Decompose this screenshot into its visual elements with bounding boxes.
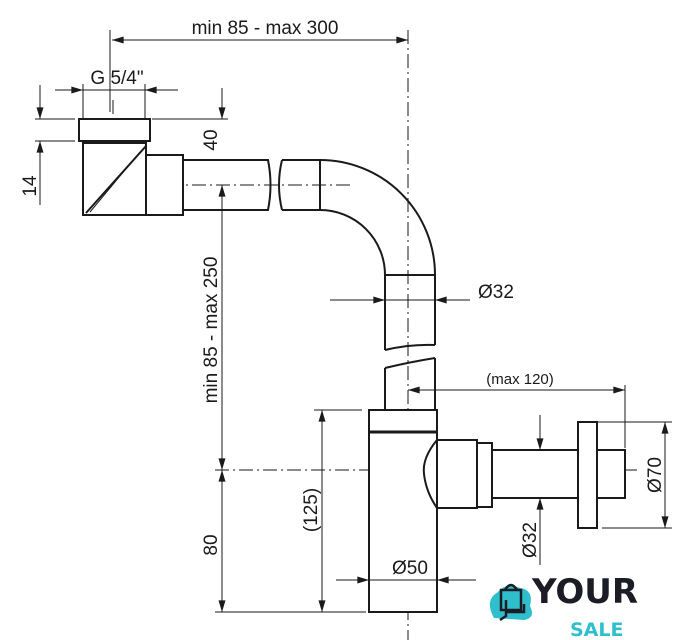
dim-outlet-diameter: Ø32 (520, 522, 541, 558)
dim-outlet-length: (max 120) (486, 371, 554, 388)
dim-bottom-height: 80 (201, 534, 222, 555)
dim-top-width: min 85 - max 300 (192, 18, 339, 39)
dim-nut-height: 14 (20, 175, 41, 197)
yoursale-logo: YOUR SALE (489, 572, 638, 640)
trap-body (368, 409, 626, 613)
dim-trap-diameter: Ø50 (392, 558, 428, 579)
logo-bag-icon (499, 588, 523, 612)
logo-word-sale: SALE (570, 619, 623, 640)
upper-pipe (183, 159, 436, 410)
inlet-elbow (78, 118, 184, 216)
dim-trap-height: (125) (301, 488, 322, 532)
dim-pipe-diameter: Ø32 (478, 282, 514, 303)
logo-word-your: YOUR (531, 572, 638, 612)
logo-hand-icon (499, 600, 526, 622)
dim-offset-40: 40 (201, 129, 222, 150)
dim-thread: G 5/4" (90, 68, 143, 89)
dim-flange-diameter: Ø70 (645, 457, 666, 493)
dim-vertical-range: min 85 - max 250 (201, 257, 222, 404)
dimension-lines (35, 30, 672, 613)
